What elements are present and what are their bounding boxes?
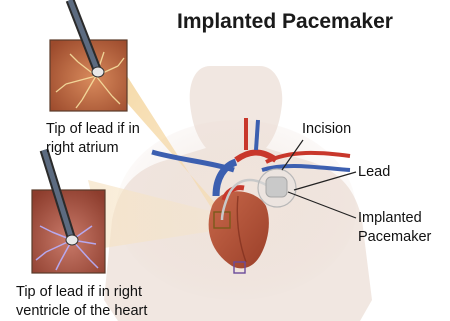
atrium-label-line1: Tip of lead if in xyxy=(46,120,140,138)
lead-label: Lead xyxy=(358,163,390,181)
diagram-title: Implanted Pacemaker xyxy=(177,10,393,34)
pacemaker-device xyxy=(266,177,287,197)
atrium-inset xyxy=(50,0,127,111)
incision-label: Incision xyxy=(302,120,351,138)
ventricle-label-line2: ventricle of the heart xyxy=(16,302,147,320)
implanted-pacemaker-label-line1: Implanted xyxy=(358,209,422,227)
ventricle-label-line1: Tip of lead if in right xyxy=(16,283,142,301)
ventricle-inset xyxy=(32,150,105,273)
atrium-label-line2: right atrium xyxy=(46,139,119,157)
implanted-pacemaker-label-line2: Pacemaker xyxy=(358,228,431,246)
